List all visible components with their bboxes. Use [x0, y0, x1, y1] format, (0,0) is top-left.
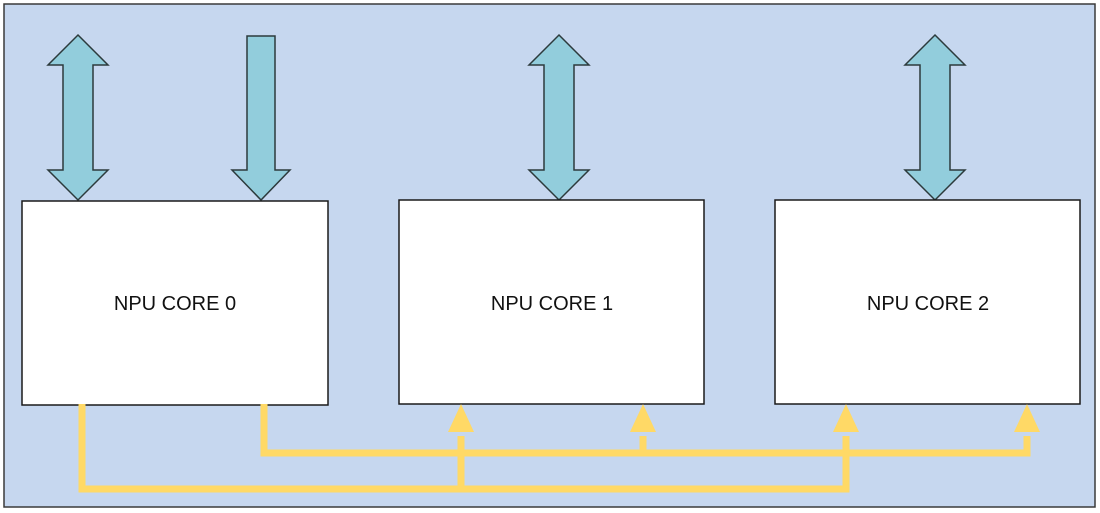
interconnect-arrowhead-icon: [448, 404, 474, 432]
interconnect-arrowhead-icon: [630, 404, 656, 432]
npu-core-0-box: [21, 200, 329, 406]
npu-core-2: NPU CORE 2: [774, 199, 1081, 405]
npu-core-0-label: NPU CORE 0: [114, 293, 236, 315]
npu-core-2-label: NPU CORE 2: [867, 293, 989, 315]
interconnect: [78, 404, 1040, 493]
interconnect-arrowhead-icon: [1014, 404, 1040, 432]
npu-core-2-box: [774, 199, 1081, 405]
npu-core-0: NPU CORE 0: [21, 200, 329, 406]
interconnect-arrowhead-icon: [833, 404, 859, 432]
core0-bidirectional-double-arrow-icon: [46, 33, 110, 202]
npu-core-1-label: NPU CORE 1: [491, 293, 613, 315]
npu-core-1-box: [398, 199, 705, 405]
external-links: [46, 33, 967, 202]
npu-core-1: NPU CORE 1: [398, 199, 705, 405]
core0-inbound-down-arrow-icon: [230, 35, 292, 202]
